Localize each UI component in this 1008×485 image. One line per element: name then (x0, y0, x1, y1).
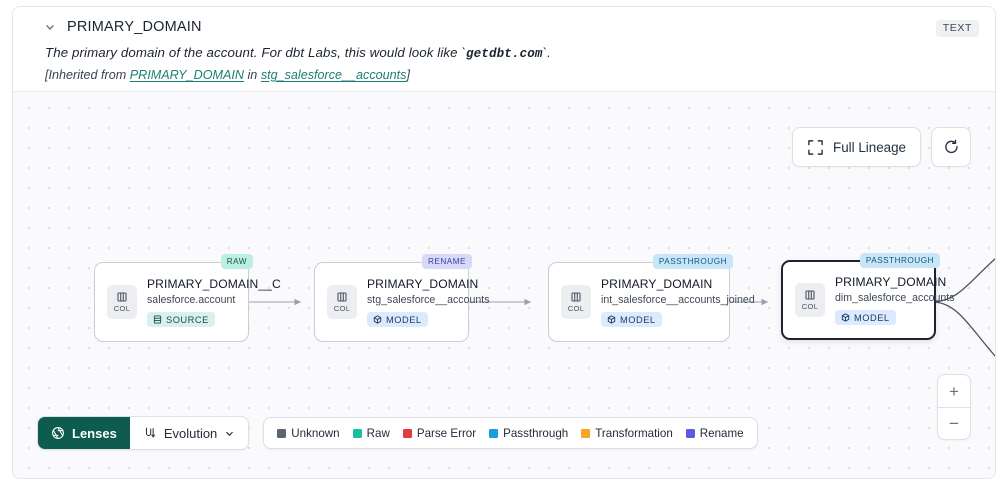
refresh-icon (943, 139, 960, 156)
column-lineage-panel: PRIMARY_DOMAIN TEXT The primary domain o… (12, 6, 996, 479)
node-title: PRIMARY_DOMAIN__C (147, 277, 281, 291)
legend-item: Raw (352, 426, 390, 440)
legend-swatch-rename (685, 428, 695, 438)
lenses-button[interactable]: Lenses (38, 417, 130, 449)
lineage-graph: RAW COL PRIMARY_DOMAIN__C salesforce.acc… (13, 92, 995, 478)
node-tag: RENAME (421, 254, 472, 269)
node-type-badge: MODEL (601, 312, 662, 327)
inherited-open: [Inherited from (45, 68, 130, 82)
node-type-label: MODEL (854, 312, 890, 323)
full-lineage-label: Full Lineage (833, 139, 906, 155)
legend-label: Passthrough (503, 426, 569, 440)
lineage-node[interactable]: RENAME COL PRIMARY_DOMAIN stg_salesforce… (314, 254, 490, 342)
node-type-badge: MODEL (835, 310, 896, 325)
lineage-node[interactable]: RAW COL PRIMARY_DOMAIN__C salesforce.acc… (94, 254, 281, 342)
evolution-label: Evolution (163, 425, 218, 441)
node-title: PRIMARY_DOMAIN (601, 277, 713, 291)
node-title: PRIMARY_DOMAIN (367, 277, 479, 291)
legend-item: Passthrough (489, 427, 568, 440)
col-icon: COL (561, 285, 591, 319)
legend-swatch-raw (352, 428, 362, 438)
col-icon-label: COL (567, 304, 585, 313)
legend-swatch-parse-error (402, 428, 412, 438)
column-description: The primary domain of the account. For d… (45, 45, 979, 61)
refresh-button[interactable] (931, 127, 971, 167)
node-subtitle: stg_salesforce__accounts (367, 294, 490, 306)
legend-item: Parse Error (402, 426, 477, 440)
col-icon-label: COL (333, 304, 351, 313)
expand-icon (807, 139, 824, 156)
legend-item: Transformation (581, 427, 673, 440)
node-subtitle: int_salesforce__accounts_joined (601, 294, 755, 306)
chevron-down-icon (224, 428, 235, 439)
type-badge: TEXT (935, 20, 979, 37)
canvas-toolbar: Full Lineage (792, 127, 971, 167)
inherited-column-link[interactable]: PRIMARY_DOMAIN (129, 68, 244, 82)
page-title: PRIMARY_DOMAIN (67, 19, 202, 35)
node-type-label: MODEL (620, 314, 656, 325)
description-code: getdbt.com (465, 47, 543, 61)
legend-label: Transformation (595, 426, 673, 440)
col-icon: COL (795, 283, 825, 317)
col-icon: COL (327, 285, 357, 319)
evolution-icon (143, 426, 157, 440)
node-type-label: SOURCE (166, 314, 209, 325)
lens-controls: Lenses Evolution (37, 416, 250, 450)
cube-icon (373, 315, 382, 324)
description-suffix: `. (542, 45, 551, 60)
canvas-bottom-bar: Lenses Evolution Unknown (37, 416, 758, 450)
zoom-out-button[interactable]: − (938, 407, 970, 439)
node-tag: PASSTHROUGH (859, 253, 940, 268)
database-icon (153, 315, 162, 324)
node-type-label: MODEL (386, 314, 422, 325)
chevron-down-icon[interactable] (43, 20, 57, 34)
legend-label: Rename (699, 426, 744, 440)
node-type-badge: MODEL (367, 312, 428, 327)
description-prefix: The primary domain of the account. For d… (45, 45, 466, 60)
legend-label: Unknown (291, 426, 340, 440)
lineage-canvas[interactable]: Full Lineage (13, 91, 995, 478)
node-title: PRIMARY_DOMAIN (835, 275, 947, 289)
inherited-mid: in (244, 68, 261, 82)
legend-item: Rename (685, 426, 744, 440)
col-icon-label: COL (801, 302, 819, 311)
node-tag: RAW (220, 254, 253, 269)
lineage-node[interactable]: PASSTHROUGH COL PRIMARY_DOMAIN int_sales… (548, 254, 755, 342)
legend-swatch-unknown (277, 428, 287, 438)
full-lineage-button[interactable]: Full Lineage (792, 127, 921, 167)
col-icon-label: COL (113, 304, 131, 313)
inherited-model-link[interactable]: stg_salesforce__accounts (260, 68, 407, 82)
node-subtitle: dim_salesforce_accounts (835, 292, 955, 304)
aperture-icon (51, 426, 65, 440)
legend-swatch-transformation (581, 428, 591, 438)
lineage-node-selected[interactable]: PASSTHROUGH COL PRIMARY_DOMAIN dim_sales… (781, 253, 955, 340)
col-icon: COL (107, 285, 137, 319)
legend-swatch-passthrough (489, 428, 499, 438)
node-subtitle: salesforce.account (147, 294, 236, 306)
node-tag: PASSTHROUGH (652, 254, 733, 269)
panel-header: PRIMARY_DOMAIN TEXT The primary domain o… (13, 7, 995, 92)
inherited-close: ] (406, 68, 410, 82)
zoom-controls: + − (937, 374, 971, 440)
cube-icon (607, 315, 616, 324)
lineage-legend: Unknown Raw Parse Error Passthrough Tran… (263, 417, 758, 449)
legend-item: Unknown (277, 426, 340, 440)
legend-label: Raw (366, 426, 390, 440)
lenses-label: Lenses (72, 425, 117, 441)
inherited-from-note: [Inherited from PRIMARY_DOMAIN in stg_sa… (45, 68, 979, 82)
node-type-badge: SOURCE (147, 312, 215, 327)
cube-icon (841, 313, 850, 322)
evolution-dropdown[interactable]: Evolution (130, 417, 248, 449)
zoom-in-button[interactable]: + (949, 381, 959, 401)
legend-label: Parse Error (416, 426, 477, 440)
